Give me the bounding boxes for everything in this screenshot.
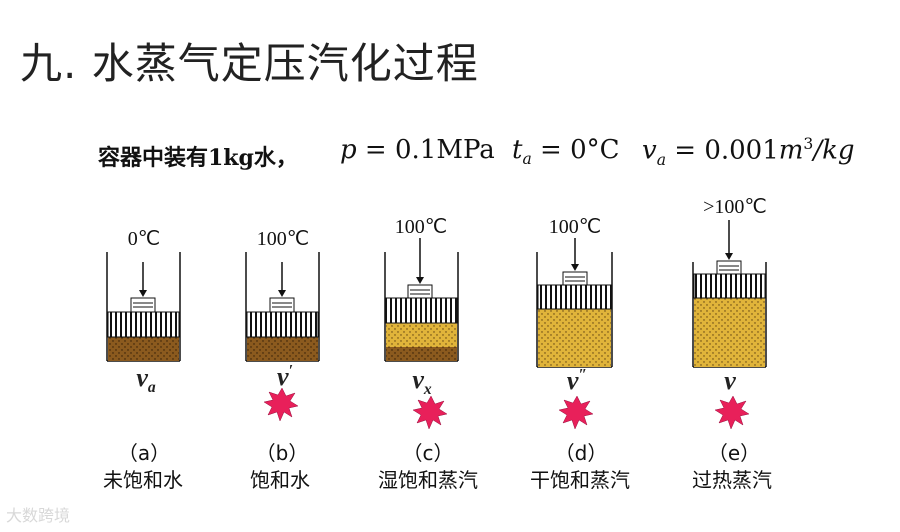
volume-label-c: vx [412, 365, 432, 399]
volume-label-b: v′ [277, 362, 293, 391]
volume-subscript: a [656, 150, 666, 169]
vapor-layer [694, 298, 765, 367]
container-e [692, 220, 767, 368]
case-letter-d: （d） [554, 441, 608, 465]
temperature-label-b: 100℃ [256, 228, 310, 250]
temperature-label-d: 100℃ [548, 216, 602, 238]
heat-source-icon [412, 395, 448, 430]
vapor-layer [386, 323, 457, 347]
condition-text: 容器中装有1kg水， [98, 145, 298, 171]
state-label-a: 未饱和水 [103, 468, 183, 492]
case-letter-b: （b） [255, 441, 309, 465]
temperature-label-a: 0℃ [127, 228, 161, 250]
volume-label-d: v″ [566, 366, 588, 395]
case-letter-a: （a） [117, 441, 171, 465]
volume-equation: va = 0.001m3/kg [642, 135, 855, 169]
temperature-symbol: t [512, 135, 523, 165]
temperature-value: = 0°C [531, 135, 620, 165]
piston [385, 297, 458, 324]
piston [107, 311, 180, 338]
volume-unit-m: m [778, 135, 804, 166]
temperature-equation: ta = 0°C [512, 135, 620, 168]
water-layer [386, 347, 457, 361]
container-a [106, 252, 181, 362]
case-letter-e: （e） [707, 441, 761, 465]
volume-value: = 0.001 [666, 135, 779, 166]
weight [407, 284, 433, 299]
temperature-label-e: >100℃ [703, 196, 767, 218]
state-label-c: 湿饱和蒸汽 [378, 468, 478, 492]
vapor-layer [538, 309, 611, 367]
page-title: 九. 水蒸气定压汽化过程 [20, 39, 479, 88]
volume-unit-kg: /kg [813, 135, 855, 166]
pressure-equation: p = 0.1MPa [340, 135, 495, 165]
watermark: 大数跨境 [6, 506, 71, 525]
case-letter-c: （c） [402, 441, 454, 465]
state-label-b: 饱和水 [250, 468, 310, 492]
heat-source-icon [263, 387, 299, 422]
piston [246, 311, 319, 338]
piston [537, 284, 612, 310]
weight [130, 297, 156, 313]
container-b [245, 252, 320, 362]
weight [562, 271, 588, 286]
volume-symbol: v [642, 135, 657, 166]
weight [716, 260, 742, 275]
state-label-d: 干饱和蒸汽 [530, 468, 630, 492]
weight [269, 297, 295, 313]
heat-source-icon [558, 395, 594, 430]
water-layer [247, 337, 318, 361]
piston [693, 273, 766, 299]
pressure-value: = 0.1MPa [356, 135, 495, 165]
volume-unit-exponent: 3 [803, 135, 814, 153]
volume-label-e: v [724, 366, 736, 395]
temperature-subscript: a [522, 150, 532, 169]
volume-label-a: va [136, 363, 156, 397]
container-c [384, 238, 459, 362]
heat-source-icon [714, 395, 750, 430]
pressure-symbol: p [340, 135, 357, 165]
container-d [536, 238, 613, 368]
temperature-label-c: 100℃ [394, 216, 448, 238]
water-layer [108, 337, 179, 361]
state-label-e: 过热蒸汽 [692, 468, 772, 492]
